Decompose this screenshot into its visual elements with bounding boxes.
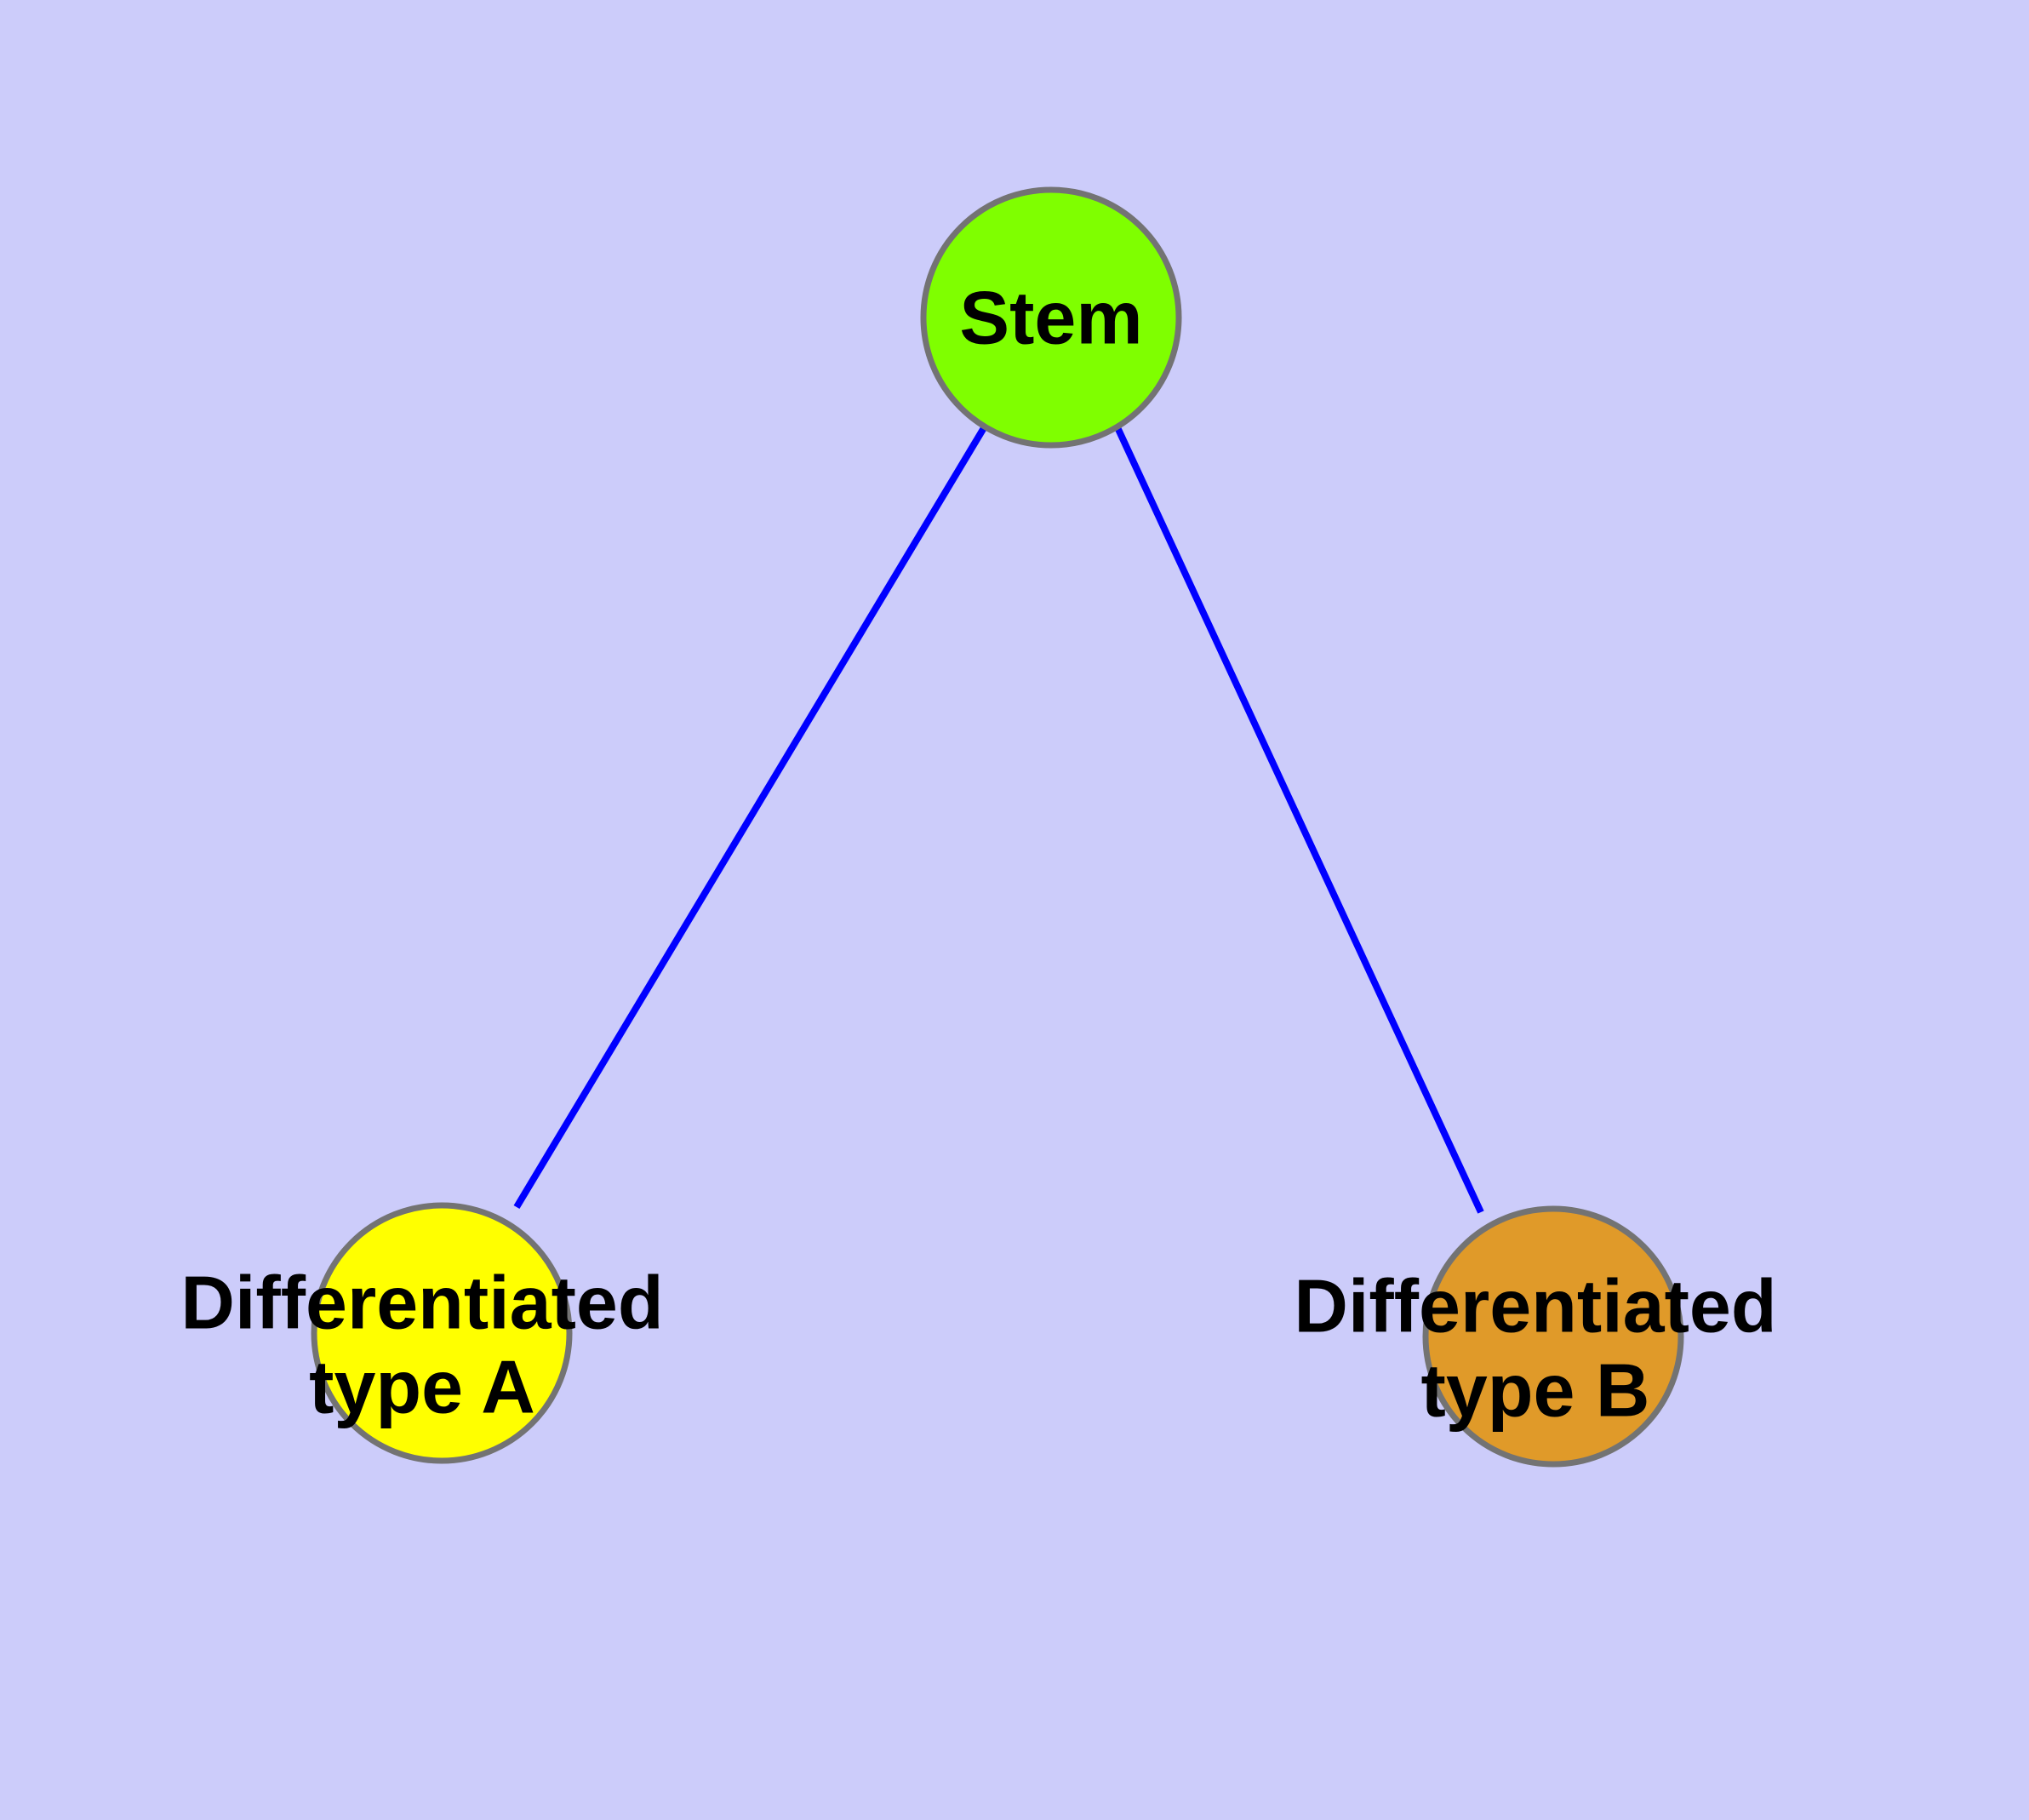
edge-stem-to-diff-b[interactable]	[1113, 424, 1484, 1214]
node-stem[interactable]	[920, 186, 1182, 449]
edge-layer	[513, 424, 1484, 1214]
node-layer	[311, 186, 1684, 1468]
node-diff-b[interactable]	[1422, 1205, 1684, 1468]
edge-stem-to-diff-a[interactable]	[513, 424, 988, 1210]
node-diff-a[interactable]	[311, 1202, 573, 1464]
